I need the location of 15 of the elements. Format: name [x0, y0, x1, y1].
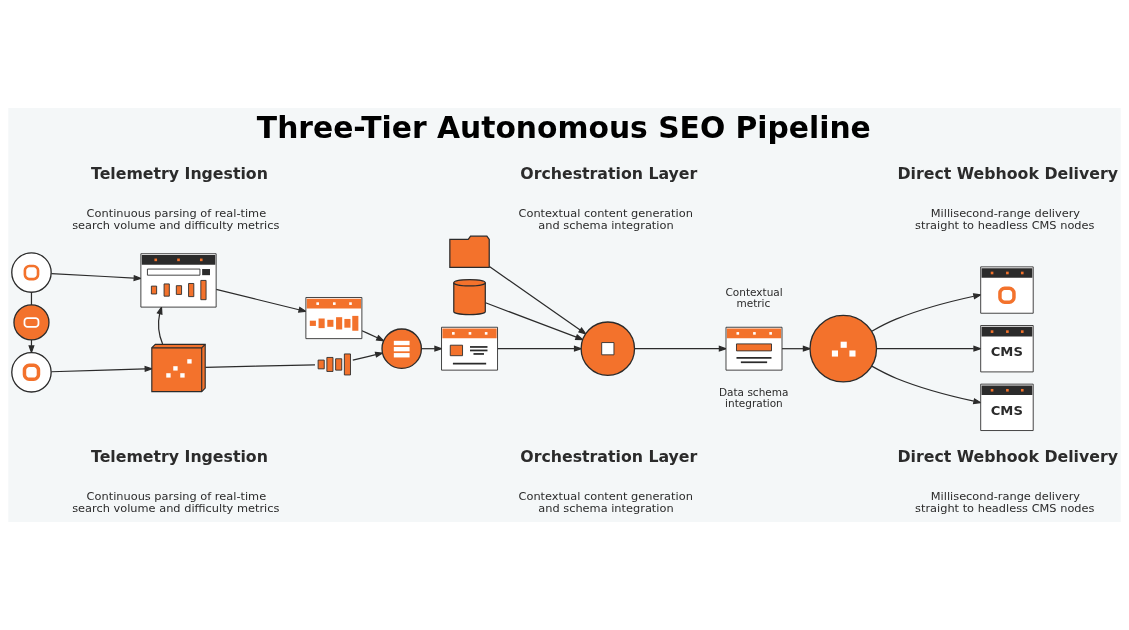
diagram-title: Three-Tier Autonomous SEO Pipeline: [256, 109, 871, 145]
label: Continuous parsing of real-time search volume and difficulty metrics: [72, 205, 280, 233]
label: Contextual metric: [725, 285, 783, 310]
label: Direct Webhook Delivery: [897, 164, 1118, 184]
label: Millisecond-range delivery straight to headless CMS nodes: [915, 205, 1095, 233]
label: Direct Webhook Delivery: [897, 446, 1118, 466]
label: Telemetry Ingestion: [90, 446, 268, 466]
label: Contextual content generation and schema integration: [518, 488, 693, 515]
label: Telemetry Ingestion: [90, 164, 268, 184]
label: Data schema integration: [718, 385, 789, 409]
label: Continuous parsing of real-time search volume and difficulty metrics: [72, 488, 280, 515]
label: Millisecond-range delivery straight to headless CMS nodes: [915, 488, 1095, 515]
label: Orchestration Layer: [520, 164, 698, 184]
label: Orchestration Layer: [520, 446, 698, 466]
label: Contextual content generation and schema integration: [518, 205, 693, 233]
